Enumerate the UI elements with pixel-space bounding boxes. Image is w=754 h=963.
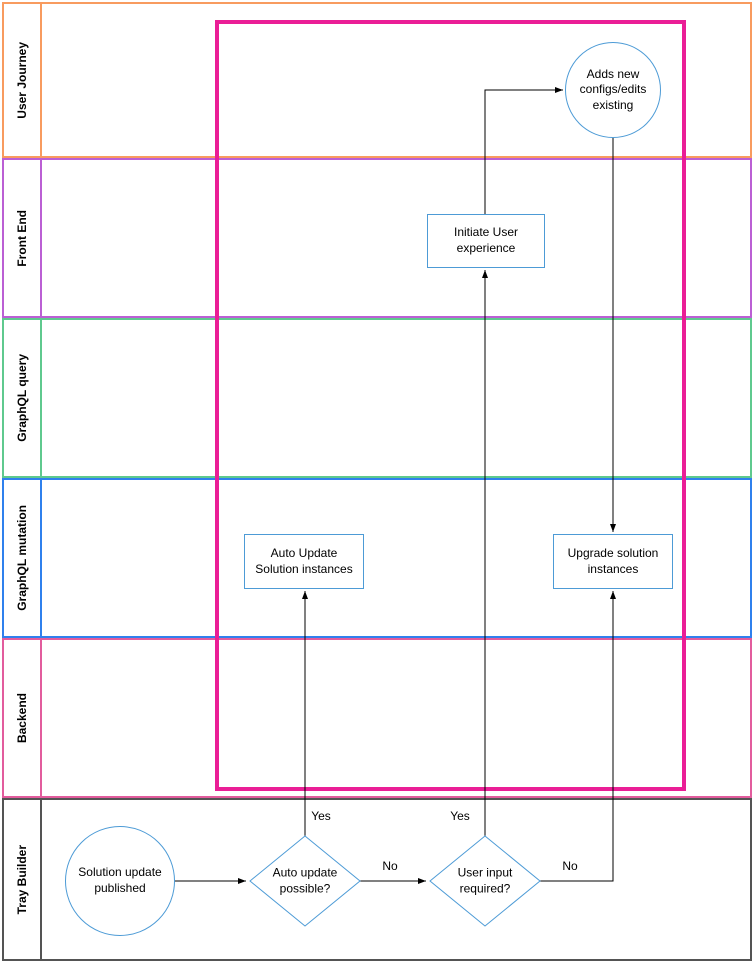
diamond-auto-update-possible[interactable]	[249, 835, 361, 927]
node-adds-new-configs[interactable]: Adds new configs/edits existing	[565, 42, 661, 138]
edge-initiate-to-adds-configs	[484, 87, 563, 214]
node-solution-update-published-label: Solution update published	[78, 865, 162, 895]
edge-label-auto-update-no: No	[379, 858, 401, 874]
node-adds-new-configs-label: Adds new configs/edits existing	[579, 66, 647, 112]
lane-graphql-mutation-header: GraphQL mutation	[4, 480, 42, 636]
edge-label-auto-update-yes: Yes	[308, 808, 334, 824]
node-auto-update-solution[interactable]: Auto Update Solution instances	[244, 534, 364, 589]
node-solution-update-published[interactable]: Solution update published	[65, 826, 175, 936]
node-auto-update-solution-label: Auto Update Solution instances	[255, 545, 353, 576]
node-upgrade-solution-label: Upgrade solution instances	[567, 545, 659, 576]
node-initiate-user-experience[interactable]: Initiate User experience	[427, 214, 545, 268]
edge-label-user-input-no: No	[559, 858, 581, 874]
lane-user-journey-header: User Journey	[4, 4, 42, 156]
lane-user-journey[interactable]: User Journey	[2, 2, 752, 158]
node-initiate-user-experience-label: Initiate User experience	[453, 225, 519, 255]
edge-user-input-no	[540, 591, 616, 882]
lane-graphql-query-header: GraphQL query	[4, 320, 42, 476]
edge-label-user-input-yes: Yes	[447, 808, 473, 824]
lane-backend-header: Backend	[4, 640, 42, 796]
node-upgrade-solution[interactable]: Upgrade solution instances	[553, 534, 673, 589]
diamond-user-input-required[interactable]	[429, 835, 541, 927]
lane-tray-builder-header: Tray Builder	[4, 800, 42, 959]
lane-front-end-header: Front End	[4, 160, 42, 316]
lane-tray-builder[interactable]: Tray Builder	[2, 798, 752, 961]
lane-graphql-mutation[interactable]: GraphQL mutation	[2, 478, 752, 638]
lane-backend[interactable]: Backend	[2, 638, 752, 798]
lane-front-end[interactable]: Front End	[2, 158, 752, 318]
lane-graphql-query[interactable]: GraphQL query	[2, 318, 752, 478]
